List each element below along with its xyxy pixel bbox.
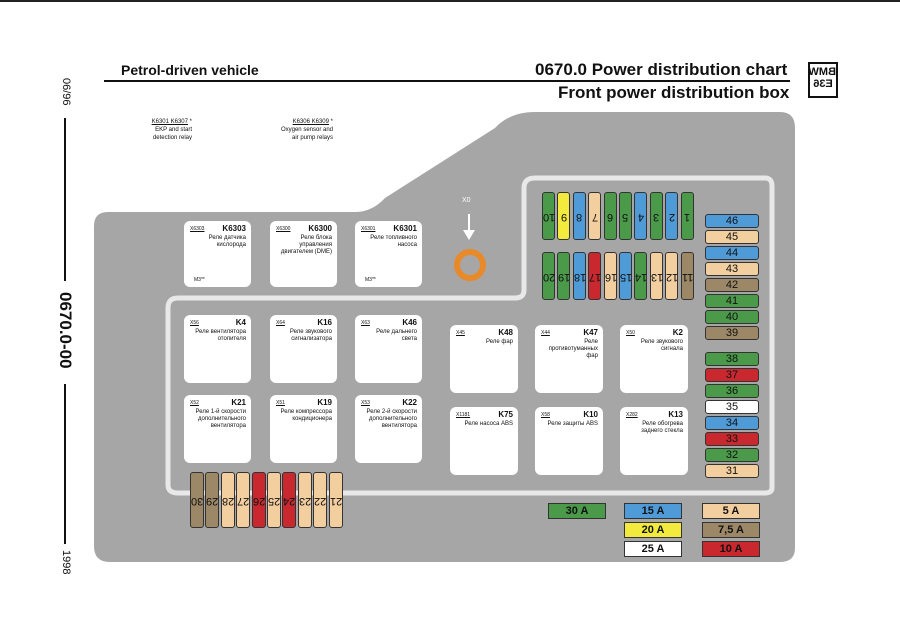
variant-label: Petrol-driven vehicle	[121, 62, 259, 78]
fuse-4: 4	[634, 192, 648, 240]
fuse-29: 29	[205, 472, 220, 528]
legend-red: 10 A	[702, 541, 760, 557]
fuse-13: 13	[649, 252, 663, 300]
fuse-8: 8	[572, 192, 586, 240]
fuse-1: 1	[680, 192, 694, 240]
fuse-2: 2	[665, 192, 679, 240]
fuse-22: 22	[313, 472, 328, 528]
fuse-16: 16	[603, 252, 617, 300]
relay-k2: X50 K2 Реле звукового сигнала	[620, 325, 688, 393]
legend-tan: 5 A	[702, 503, 760, 519]
fuse-5: 5	[619, 192, 632, 240]
box-inner-channel	[165, 175, 775, 496]
chart-title: 0670.0 Power distribution chart	[535, 60, 788, 79]
fuse-34: 34	[705, 416, 759, 430]
fuse-41: 41	[705, 294, 759, 308]
fuse-30: 30	[190, 472, 204, 528]
side-rule-bottom	[64, 384, 66, 544]
header-rule	[104, 80, 790, 82]
fuse-25: 25	[267, 472, 281, 528]
relay-k6300: X6300 K6300 Реле блока управления двигат…	[270, 221, 337, 287]
fuse-26: 26	[251, 472, 266, 528]
fuse-43: 43	[705, 262, 759, 276]
fuse-17: 17	[588, 252, 601, 300]
relay-k4: X56 K4 Реле вентилятора отопителя	[184, 315, 251, 383]
relay-k6303: X6303 K6303 Реле датчика кислорода M3**	[184, 221, 251, 287]
fuse-46: 46	[705, 214, 759, 228]
fuse-12: 12	[665, 252, 678, 300]
relay-k19: X51 K19 Реле компрессора кондиционера	[270, 395, 337, 463]
fuse-20: 20	[542, 252, 555, 300]
fuse-39: 39	[705, 326, 759, 340]
fuse-42: 42	[705, 278, 759, 292]
relay-k47: X44 K47 Реле противотуманных фар	[535, 325, 603, 393]
fuse-7: 7	[588, 192, 602, 240]
fuse-23: 23	[297, 472, 312, 528]
side-rule-top	[64, 118, 66, 281]
fuse-44: 44	[705, 246, 759, 260]
legend-blue: 15 A	[624, 503, 682, 519]
fuse-33: 33	[705, 432, 759, 446]
fuse-38: 38	[705, 352, 759, 366]
fuse-24: 24	[282, 472, 297, 528]
relay-k10: X58 K10 Реле защиты ABS	[535, 407, 603, 475]
fuse-40: 40	[705, 310, 759, 324]
connector-label: X0	[462, 197, 471, 204]
relay-k48: X45 K48 Реле фар	[450, 325, 518, 393]
fuse-14: 14	[634, 252, 648, 300]
bmw-logo: BMW E36	[808, 62, 838, 98]
relay-k22: X53 K22 Реле 2-й скорости дополнительног…	[355, 395, 422, 463]
fuse-36: 36	[705, 384, 759, 398]
fuse-21: 21	[328, 472, 343, 528]
relay-k75: X1181 K75 Реле насоса ABS	[450, 407, 518, 475]
fuse-19: 19	[557, 252, 571, 300]
connector-ring	[454, 249, 486, 281]
relay-k6301: X6301 K6301 Реле топливного насоса M3**	[355, 221, 422, 287]
relay-k21: X52 K21 Реле 1-й скорости дополнительног…	[184, 395, 251, 463]
fuse-45: 45	[705, 230, 759, 244]
fuse-9: 9	[557, 192, 571, 240]
note-oxygen: K6306 K6309 * Oxygen sensor and air pump…	[280, 119, 333, 141]
fuse-10: 10	[542, 192, 555, 240]
fuse-18: 18	[572, 252, 586, 300]
connector-arrow-head	[463, 230, 475, 240]
legend-white: 25 A	[624, 541, 682, 557]
fuse-35: 35	[705, 400, 759, 414]
note-ekp: K6301 K6307 * EKP and start detection re…	[151, 119, 192, 141]
top-border	[0, 0, 900, 2]
fuse-6: 6	[603, 192, 617, 240]
fuse-37: 37	[705, 368, 759, 382]
fuse-11: 11	[680, 252, 694, 300]
fuse-28: 28	[220, 472, 235, 528]
fuse-31: 31	[705, 464, 759, 478]
fuse-15: 15	[619, 252, 632, 300]
legend-yellow: 20 A	[624, 522, 682, 538]
chart-subtitle: Front power distribution box	[558, 83, 790, 102]
legend-brown: 7,5 A	[702, 522, 760, 538]
relay-k13: X282 K13 Реле обогрева заднего стекла	[620, 407, 688, 475]
relay-k16: X64 K16 Реле звукового сигнализатора	[270, 315, 337, 383]
relay-k46: X63 K46 Реле дальнего света	[355, 315, 422, 383]
fuse-32: 32	[705, 448, 759, 462]
fuse-27: 27	[236, 472, 251, 528]
fuse-3: 3	[649, 192, 663, 240]
legend-green: 30 A	[548, 503, 606, 519]
